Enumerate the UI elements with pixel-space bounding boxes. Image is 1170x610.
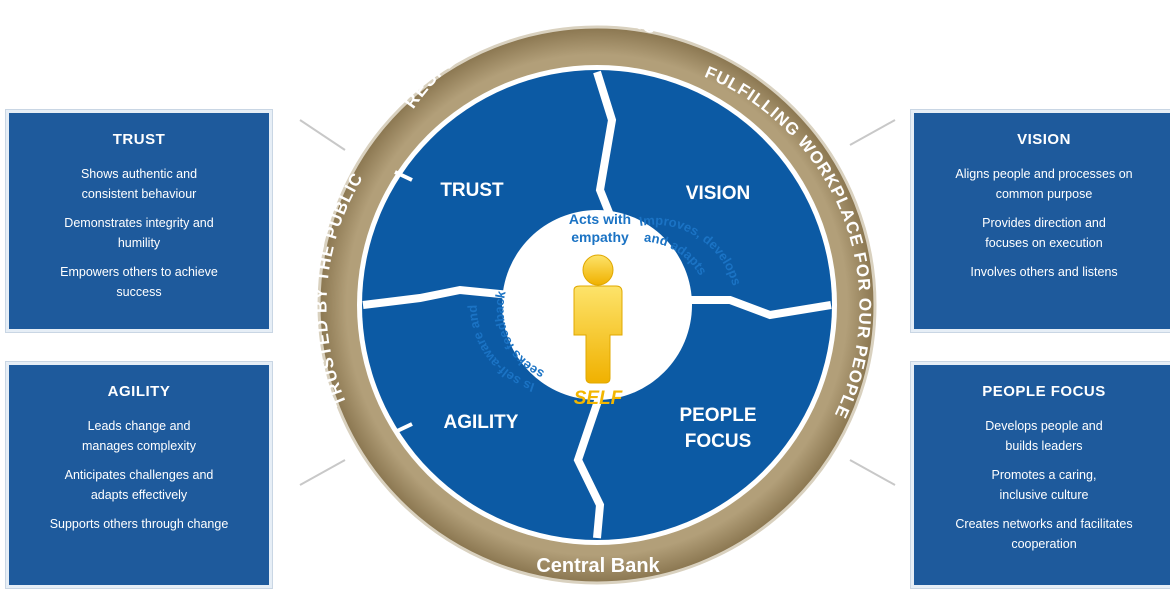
center-right-line2: and adapts — [644, 230, 711, 278]
person-icon — [573, 254, 623, 384]
trust-panel: TRUST Shows authentic and consistent beh… — [6, 110, 272, 332]
agility-panel: AGILITY Leads change and manages complex… — [6, 362, 272, 588]
center-circle — [502, 210, 692, 400]
people-focus-panel: PEOPLE FOCUS Develops people and builds … — [911, 362, 1170, 588]
center-left-line1: Is self-aware and — [465, 304, 536, 395]
agility-item-2: Anticipates challenges and adapts effect… — [64, 468, 214, 502]
quadrant-people-line2: FOCUS — [685, 431, 752, 452]
connector-trust — [299, 119, 346, 151]
people-panel-title: PEOPLE FOCUS — [982, 383, 1106, 400]
center-left-line2: seeks feedback — [491, 289, 546, 382]
trust-item-1: Shows authentic and consistent behaviour — [80, 167, 198, 201]
connector-people — [849, 459, 896, 486]
self-label: SELF — [574, 388, 624, 409]
inner-white-border — [357, 65, 837, 545]
vision-item-3: Involves others and listens — [970, 265, 1118, 279]
center-top-line2: empathy — [571, 229, 629, 245]
vision-item-2: Provides direction and focuses on execut… — [982, 216, 1106, 250]
agility-item-1: Leads change and manages complexity — [82, 419, 196, 453]
blue-disc — [362, 70, 832, 540]
vision-item-1: Aligns people and processes on common pu… — [955, 167, 1133, 201]
divider-left — [362, 285, 511, 309]
trust-panel-title: TRUST — [112, 131, 166, 148]
divider-bottom — [573, 393, 605, 539]
people-item-3: Creates networks and facilitates coopera… — [955, 517, 1133, 551]
ring-bottom-label: Central Bank — [536, 555, 660, 577]
people-item-1: Develops people and builds leaders — [985, 419, 1103, 453]
agility-item-3: Supports others through change — [49, 517, 229, 531]
quadrant-vision: VISION — [686, 183, 750, 204]
center-right-line1: Improves, develops — [638, 213, 744, 288]
divider-right — [685, 296, 832, 320]
ring-top-label: RESPECTED BY OUR PEERS — [400, 4, 659, 112]
quadrant-people-line1: PEOPLE — [679, 405, 756, 426]
connector-vision — [849, 119, 896, 146]
ring-right-label: FULFILLING WORKPLACE FOR OUR PEOPLE — [702, 63, 874, 422]
ring-left-label: TRUSTED BY THE PUBLIC — [312, 169, 367, 409]
agility-panel-title: AGILITY — [107, 383, 171, 400]
center-top-line1: Acts with — [569, 211, 631, 227]
quadrant-agility: AGILITY — [444, 412, 519, 433]
outer-ring — [317, 25, 877, 585]
vision-panel-title: VISION — [1017, 131, 1071, 148]
quadrant-trust: TRUST — [440, 180, 504, 201]
people-item-2: Promotes a caring, inclusive culture — [991, 468, 1097, 502]
trust-item-3: Empowers others to achieve success — [60, 265, 218, 299]
connector-agility — [299, 459, 346, 486]
trust-item-2: Demonstrates integrity and humility — [64, 216, 214, 250]
divider-top — [593, 70, 617, 217]
vision-panel: VISION Aligns people and processes on co… — [911, 110, 1170, 332]
